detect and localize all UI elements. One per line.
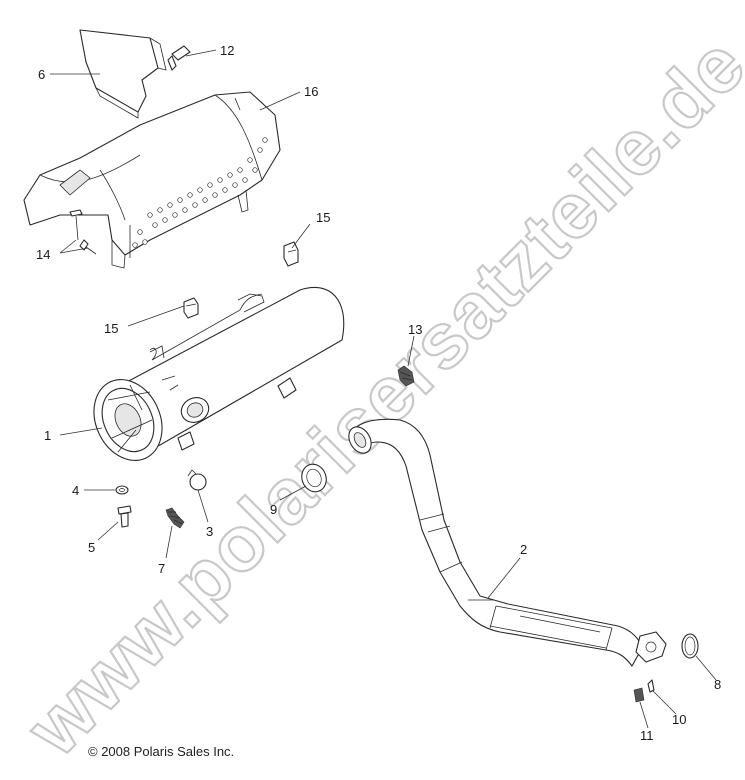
callout-15-upper: 15 [316, 210, 330, 225]
part-screw-12 [167, 45, 191, 71]
callout-14: 14 [36, 247, 50, 262]
part-small-hardware-10 [647, 679, 655, 693]
callout-12: 12 [220, 43, 234, 58]
part-small-hardware-11 [633, 687, 645, 703]
callout-5: 5 [88, 540, 95, 555]
part-gasket-ring [681, 633, 699, 659]
callout-numbers: 1 2 3 4 5 6 7 8 9 10 11 12 13 14 15 15 1… [36, 43, 721, 743]
part-bolt [117, 505, 132, 528]
callout-3: 3 [206, 524, 213, 539]
callout-10: 10 [672, 712, 686, 727]
part-screws-14 [69, 209, 97, 255]
callout-6: 6 [38, 67, 45, 82]
callout-13: 13 [408, 322, 422, 337]
part-grommet-upper [283, 241, 299, 267]
callout-1: 1 [44, 428, 51, 443]
part-grommet-lower [183, 297, 199, 319]
part-muffler [93, 286, 345, 461]
part-heat-shield [23, 91, 281, 269]
callout-11: 11 [640, 728, 654, 743]
part-washer [115, 485, 129, 495]
callout-16: 16 [304, 84, 318, 99]
callout-9: 9 [270, 502, 277, 517]
callout-8: 8 [714, 677, 721, 692]
part-deflector-plate [79, 29, 167, 119]
part-plug [187, 469, 207, 491]
callout-7: 7 [158, 561, 165, 576]
callout-2: 2 [520, 542, 527, 557]
heat-shield-holes [132, 137, 268, 248]
copyright-text: © 2008 Polaris Sales Inc. [88, 744, 235, 759]
leader-lines [50, 49, 717, 729]
part-spring-13 [397, 365, 415, 387]
part-gasket [301, 463, 327, 493]
callout-4: 4 [72, 483, 79, 498]
part-spring-7 [165, 507, 185, 529]
part-exhaust-pipe [348, 418, 667, 667]
callout-15-lower: 15 [104, 321, 118, 336]
